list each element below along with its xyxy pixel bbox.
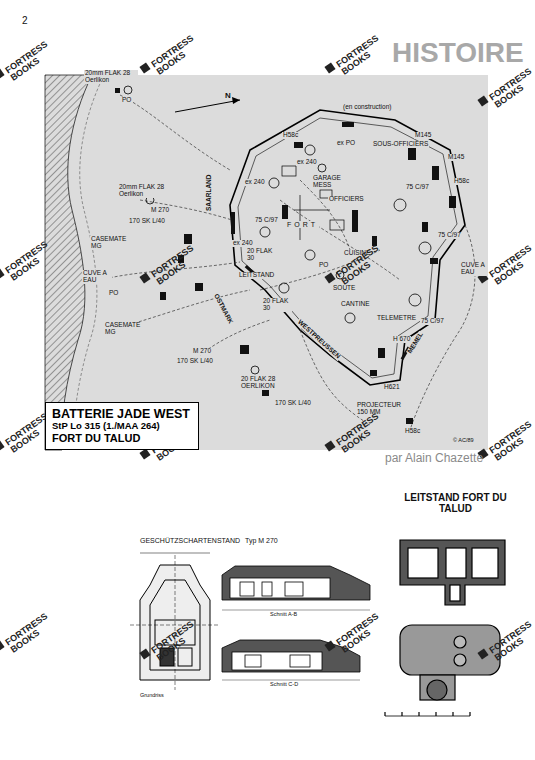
map-label: TELEMETRE (376, 315, 417, 322)
watermark: FORTRESS BOOKS (4, 44, 49, 83)
page-text: Grundriss (140, 693, 164, 699)
map-label: 75 C/97 (405, 184, 430, 191)
map-label: PO (121, 97, 132, 104)
map-label: M145 (447, 154, 465, 161)
map-label: 75 C/97 (254, 217, 279, 224)
map-label: ex PO (336, 140, 356, 147)
map-label: M 270 (192, 348, 212, 355)
map-label: M145 (414, 132, 432, 139)
map-label: 20 FLAK 30 (262, 298, 292, 312)
watermark-icon (324, 62, 335, 73)
map-label: CASEMATE MG (104, 322, 138, 336)
map-label: ex 240 (296, 159, 318, 166)
watermark-icon (477, 648, 488, 659)
map-label: 20mm FLAK 28 Oerlikon (84, 70, 138, 84)
map-label: LEITSTAND (238, 272, 275, 279)
watermark: FORTRESS BOOKS (488, 248, 533, 287)
watermark-icon (139, 62, 150, 73)
map-label: OFFICIERS (328, 196, 365, 203)
watermark: FORTRESS BOOKS (4, 616, 49, 655)
watermark-icon (139, 648, 150, 659)
map-label: 170 SK L/40 (128, 218, 166, 225)
map-title: BATTERIE JADE WEST (52, 407, 192, 421)
map-label: PO (318, 262, 329, 269)
map-label: CASEMATE MG (90, 236, 124, 250)
map-label: H58c (404, 428, 421, 435)
watermark: FORTRESS BOOKS (335, 38, 380, 77)
map-label: (en construction) (342, 104, 392, 111)
map-label: FORT (286, 221, 319, 228)
page-text: Schnitt A-B (270, 612, 297, 618)
watermark-icon (139, 448, 150, 459)
watermark: FORTRESS BOOKS (4, 416, 49, 455)
map-label: PROJECTEUR 150 MM (356, 402, 400, 416)
map-label: H58c (453, 178, 470, 185)
map-label: OSTMARK (212, 292, 234, 326)
map-label: 75 C/97 (437, 232, 462, 239)
watermark-icon (324, 440, 335, 451)
title-box: BATTERIE JADE WESTStP Lo 315 (1./MAA 264… (45, 402, 199, 450)
map-label: CUVE A EAU (82, 270, 112, 284)
watermark: FORTRESS BOOKS (150, 248, 195, 287)
map-label: N (224, 92, 232, 100)
page-text: HISTOIRE (392, 38, 524, 67)
watermark-icon (0, 68, 5, 79)
map-subtitle: StP Lo 315 (1./MAA 264) (52, 421, 192, 432)
watermark: FORTRESS BOOKS (150, 624, 195, 663)
map-label: H 670 (392, 336, 411, 343)
map-label: SOUS-OFFICIERS (372, 141, 429, 148)
map-label: ex 240 (232, 240, 254, 247)
map-label: SAARLAND (206, 174, 213, 212)
map-label: WESTPREUSSEN (295, 318, 342, 361)
watermark-icon (477, 95, 488, 106)
watermark-icon (0, 440, 5, 451)
watermark-icon (0, 268, 5, 279)
watermark: FORTRESS BOOKS (4, 244, 49, 283)
watermark-icon (324, 272, 335, 283)
page-text: LEITSTAND FORT DU TALUD (398, 493, 513, 514)
map-label: 20 FLAK 28 OERLIKON (240, 376, 297, 390)
map-label: 20 FLAK 30 (246, 248, 276, 262)
page-text: GESCHÜTZSCHARTENSTAND (140, 537, 240, 544)
page-text: 2 (22, 16, 28, 27)
page-text: Schnitt C-D (270, 682, 298, 688)
map-label: GARAGE MESS (312, 175, 350, 189)
map-label: © AC/89 (452, 438, 475, 444)
watermark: FORTRESS BOOKS (335, 616, 380, 655)
page-text: par Alain Chazette (385, 452, 483, 465)
watermark: FORTRESS BOOKS (488, 624, 533, 663)
watermark: FORTRESS BOOKS (335, 416, 380, 455)
map-label: ex 240 (244, 179, 266, 186)
map-subtitle: FORT DU TALUD (52, 432, 192, 445)
map-label: M 270 (150, 207, 170, 214)
watermark: FORTRESS BOOKS (488, 71, 533, 110)
watermark: FORTRESS BOOKS (150, 38, 195, 77)
watermark: FORTRESS BOOKS (335, 248, 380, 287)
watermark-icon (139, 272, 150, 283)
watermark-icon (0, 640, 5, 651)
map-label: H58c (282, 132, 299, 139)
map-label: CANTINE (340, 301, 371, 308)
page-text: Typ M 270 (245, 537, 278, 544)
watermark-icon (324, 640, 335, 651)
map-label: MEMEL (406, 330, 425, 355)
map-label: H621 (383, 384, 401, 391)
map-label: PO (108, 290, 119, 297)
map-label: CUVE A EAU (460, 262, 488, 276)
watermark: FORTRESS BOOKS (488, 424, 533, 463)
map-label: 20mm FLAK 28 Oerlikon (118, 184, 170, 198)
map-label: 170 SK L/40 (274, 400, 312, 407)
map-label: 75 C/97 (420, 318, 445, 325)
map-label: 170 SK L/40 (176, 358, 214, 365)
